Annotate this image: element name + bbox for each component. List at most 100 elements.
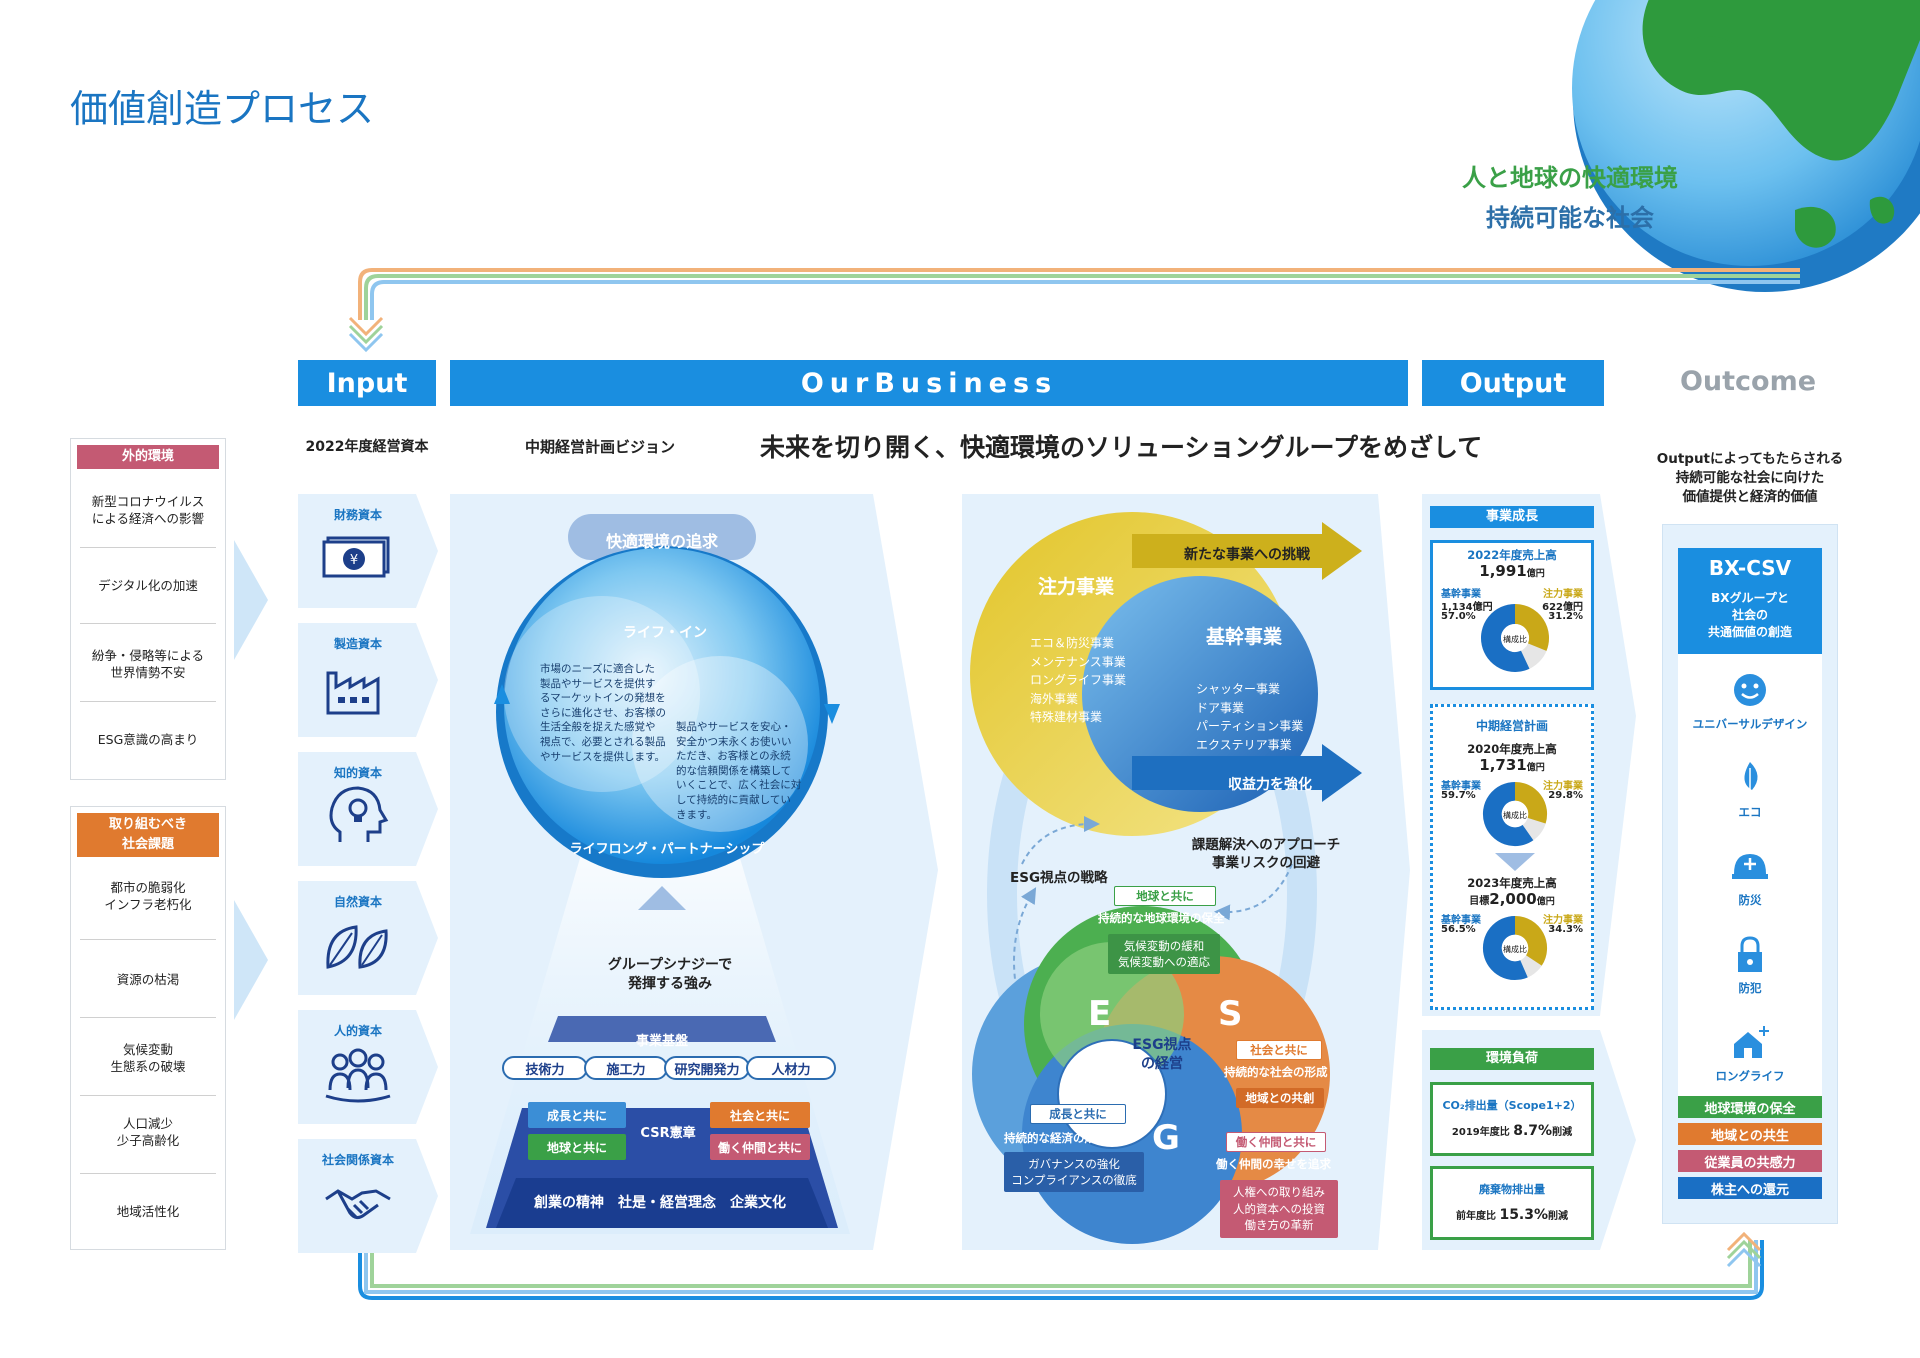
esg-center: ESG視点の経営	[1132, 1037, 1192, 1072]
down-arrow-icon	[1495, 853, 1535, 871]
growth-title: 事業成長	[1430, 506, 1594, 528]
focus-items: エコ＆防災事業メンテナンス事業ロングライフ事業海外事業特殊建材事業	[1030, 636, 1127, 724]
outcome-item: ユニバーサルデザイン	[1678, 664, 1822, 744]
s-tag: 社会と共に	[1236, 1040, 1322, 1060]
life-in-label: ライフ・イン	[623, 625, 707, 641]
outcome-item-label: ロングライフ	[1715, 1069, 1785, 1083]
waste-box: 廃棄物排出量 前年度比 15.3%削減	[1430, 1166, 1594, 1240]
outcome-item-label: エコ	[1738, 805, 1762, 819]
csr-tag-society: 社会と共に	[710, 1102, 810, 1128]
g-tag: 成長と共に	[1030, 1104, 1126, 1124]
s-letter: S	[1218, 994, 1243, 1034]
outcome-item: 防犯	[1678, 928, 1822, 1008]
donut-2022	[1481, 604, 1549, 672]
external-title: 外的環境	[77, 445, 219, 469]
donut-segment	[1482, 915, 1528, 981]
page-title: 価値創造プロセス	[70, 87, 375, 131]
e-tag: 地球と共に	[1114, 886, 1216, 906]
g-box: ガバナンスの強化コンプライアンスの徹底	[1004, 1152, 1144, 1192]
globe-line2: 持続可能な社会	[1486, 204, 1654, 232]
fy2022-box: 2022年度売上高 1,991億円 基幹事業 1,134億円 57.0% 注力事…	[1430, 540, 1594, 690]
w-box: 人権への取り組み人的資本への投資働き方の革新	[1220, 1180, 1338, 1238]
base-title: 事業基盤	[635, 1034, 688, 1049]
e-box: 気候変動の緩和気候変動への適応	[1108, 934, 1220, 974]
core-title: 基幹事業	[1206, 626, 1283, 648]
people-icon	[325, 1048, 391, 1103]
globe-icon	[1572, 0, 1920, 292]
e-sub: 持続的な地球環境の保全	[1098, 911, 1225, 925]
outcome-bar: 地域との共生	[1678, 1123, 1822, 1145]
g-letter: G	[1152, 1118, 1180, 1158]
header-outcome: Outcome	[1679, 366, 1817, 397]
csr-label: CSR憲章	[640, 1126, 696, 1141]
pill-construction: 施工力	[584, 1056, 668, 1080]
external-environment-card: 外的環境 新型コロナウイルスによる経済への影響 デジタル化の加速 紛争・侵略等に…	[70, 438, 226, 780]
e-letter: E	[1088, 994, 1112, 1034]
w-sub: 働く仲間の幸せを追求	[1216, 1157, 1331, 1171]
env-title: 環境負荷	[1430, 1048, 1594, 1070]
helmet-icon	[1732, 854, 1768, 879]
vision-graphic	[470, 514, 850, 1234]
plan-box: 中期経営計画 2020年度売上高 1,731億円 基幹事業 59.7% 注力事業…	[1430, 704, 1594, 1010]
header-input: Input	[298, 360, 436, 406]
input-subheader: 2022年度経営資本	[305, 439, 429, 455]
donut-2023	[1482, 915, 1548, 981]
outcome-subheader: Outputによってもたらされる 持続可能な社会に向けた 価値提供と経済的価値	[1656, 451, 1844, 505]
capital-card: 人的資本	[298, 1010, 438, 1124]
capital-label: 知的資本	[333, 766, 382, 780]
capital-label: 自然資本	[333, 895, 382, 909]
issue-item: 都市の脆弱化インフラ老朽化	[104, 880, 192, 912]
capital-card: 財務資本 ¥	[298, 494, 438, 608]
external-item: 新型コロナウイルスによる経済への影響	[91, 494, 205, 526]
handshake-icon	[325, 1189, 391, 1220]
leaves-icon	[326, 925, 388, 969]
issues-title: 取り組むべき社会課題	[77, 813, 219, 857]
s-box: 地域との共創	[1236, 1088, 1324, 1108]
arrow-new-business: 新たな事業への挑戦	[1184, 547, 1310, 563]
header-output: Output	[1422, 360, 1604, 406]
tagline: 未来を切り開く、快適環境のソリューショングループをめざして	[760, 433, 1483, 462]
outcome-item: エコ	[1678, 752, 1822, 832]
external-item: デジタル化の加速	[98, 578, 198, 593]
outcome-bar: 株主への還元	[1678, 1177, 1822, 1199]
csr-tag-growth: 成長と共に	[528, 1102, 626, 1128]
external-item: 紛争・侵略等による世界情勢不安	[91, 648, 205, 680]
yen-banknote-icon: ¥	[322, 536, 390, 578]
pill-people: 人材力	[746, 1056, 836, 1080]
synergy-label: グループシナジーで発揮する強み	[607, 957, 733, 992]
lifelong-text: 製品やサービスを安心・安全かつ末永くお使いいただき、お客様との永続的な信頼関係を…	[676, 721, 802, 821]
issue-item: 地域活性化	[116, 1204, 180, 1219]
s-sub: 持続的な社会の形成	[1224, 1065, 1328, 1079]
approach-label: 課題解決へのアプローチ事業リスクの回避	[1191, 837, 1341, 871]
social-issues-card: 取り組むべき社会課題 都市の脆弱化インフラ老朽化 資源の枯渇 気候変動生態系の破…	[70, 806, 226, 1250]
csr-tag-workers: 働く仲間と共に	[710, 1134, 810, 1160]
co2-box: CO₂排出量（Scope1+2） 2019年度比 8.7%削減	[1430, 1082, 1594, 1156]
capital-label: 財務資本	[333, 508, 382, 522]
foundation-label: 創業の精神 社是・経営理念 企業文化	[534, 1195, 786, 1211]
business-graphic	[970, 512, 1362, 1244]
capital-card: 自然資本	[298, 881, 438, 995]
issue-item: 人口減少少子高齢化	[116, 1116, 180, 1148]
donut-2020	[1482, 781, 1548, 847]
w-tag: 働く仲間と共に	[1226, 1132, 1326, 1152]
svg-text:¥: ¥	[350, 553, 358, 568]
outcome-bar: 地球環境の保全	[1678, 1096, 1822, 1118]
life-in-text: 市場のニーズに適合した製品やサービスを提供するマーケットインの発想をさらに進化さ…	[540, 663, 666, 763]
outcome-item-label: 防犯	[1738, 981, 1762, 995]
bx-title: BX-CSV	[1708, 556, 1792, 580]
donut-segment	[1482, 781, 1534, 846]
factory-icon	[326, 671, 380, 715]
outcome-item-label: 防災	[1738, 893, 1762, 907]
outcome-item: 防災	[1678, 840, 1822, 920]
vision-top: 快適環境の追求	[605, 532, 718, 551]
lightbulb-head-icon	[329, 786, 389, 842]
core-items: シャッター事業ドア事業パーティション事業エクステリア事業	[1196, 682, 1304, 752]
capital-label: 製造資本	[333, 637, 382, 651]
donut-segment	[1514, 915, 1547, 966]
donut-segment	[1514, 781, 1548, 824]
header-business: OurBusiness	[450, 360, 1408, 406]
bx-text: BXグループと社会の共通価値の創造	[1707, 591, 1792, 639]
capital-card: 知的資本	[298, 752, 438, 866]
donut-segment	[1514, 604, 1549, 651]
